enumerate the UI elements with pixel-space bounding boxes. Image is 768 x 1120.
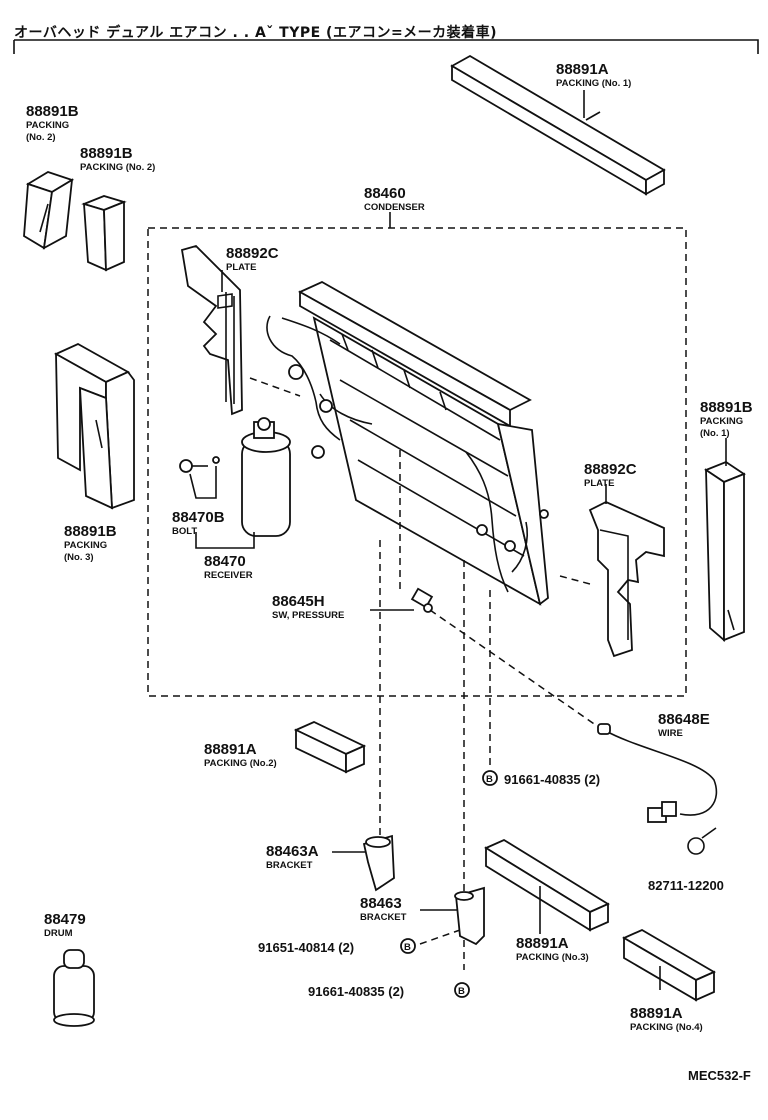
plate-left-part <box>180 244 243 416</box>
clamp-part <box>687 827 717 855</box>
assembly-line-7 <box>419 929 461 945</box>
wire-part <box>597 723 718 823</box>
label-91661-b: 91661-40835 (2) <box>308 984 404 999</box>
label-88892c-left-name: PLATE <box>226 262 256 273</box>
receiver-part <box>241 417 291 537</box>
label-88470b-name: BOLT <box>172 526 197 537</box>
label-91661-a: 91661-40835 (2) <box>504 772 600 787</box>
bolt-marker-b-1: B <box>482 770 498 786</box>
label-88479-name: DRUM <box>44 928 73 939</box>
label-88891b-a-name: PACKING <box>26 120 69 131</box>
label-88891b-right-number: 88891B <box>700 399 753 416</box>
label-91651: 91651-40814 (2) <box>258 940 354 955</box>
bracket-88463-part <box>454 886 485 946</box>
packing-no2-left-part <box>23 171 75 250</box>
condenser-part <box>266 280 549 606</box>
bolt-part <box>179 456 220 473</box>
label-88891a-4-name: PACKING (No.4) <box>630 1022 703 1033</box>
label-88891b-a-name-2: (No. 2) <box>26 132 56 143</box>
label-88463a-name: BRACKET <box>266 860 313 871</box>
label-88891a-top-name: PACKING (No. 1) <box>556 78 631 89</box>
label-88460-name: CONDENSER <box>364 202 425 213</box>
bolt-marker-b-1-letter: B <box>486 774 493 785</box>
drum-part <box>53 949 95 1027</box>
label-88645h-name: SW, PRESSURE <box>272 610 344 621</box>
packing-no2-bottom-part <box>293 721 367 774</box>
label-88891b-c-name-2: (No. 3) <box>64 552 94 563</box>
label-88891b-a-number: 88891B <box>26 103 79 120</box>
page-title: オーバヘッド デュアル エアコン . . Aˇ TYPE (エアコン=メーカ装着… <box>14 25 498 41</box>
label-88891b-c-number: 88891B <box>64 523 117 540</box>
label-88479-number: 88479 <box>44 911 86 928</box>
assembly-line-9 <box>559 575 591 585</box>
bolt-leader <box>189 466 217 499</box>
label-88891a-2-number: 88891A <box>204 741 257 758</box>
label-88891b-right-name: PACKING <box>700 416 743 427</box>
condenser-group-boundary <box>147 227 687 697</box>
packing-no2-center-part <box>81 195 127 272</box>
label-88470-name: RECEIVER <box>204 570 253 581</box>
packing-no4-part <box>622 928 716 1002</box>
receiver-leader <box>195 532 255 549</box>
figure-code: MEC532-F <box>688 1068 751 1083</box>
label-88463-name: BRACKET <box>360 912 407 923</box>
label-88645h-number: 88645H <box>272 593 325 610</box>
label-82711: 82711-12200 <box>648 878 724 893</box>
packing-no3-bottom-part <box>484 838 610 932</box>
label-88470-number: 88470 <box>204 553 246 570</box>
label-88891b-b-name: PACKING (No. 2) <box>80 162 155 173</box>
label-88470b-number: 88470B <box>172 509 225 526</box>
label-88891b-right-name-2: (No. 1) <box>700 428 730 439</box>
label-88891a-top-number: 88891A <box>556 61 609 78</box>
label-88463-number: 88463 <box>360 895 402 912</box>
label-88891b-c-name: PACKING <box>64 540 107 551</box>
pressure-switch-part <box>410 587 434 613</box>
label-88463a-number: 88463A <box>266 843 319 860</box>
packing-no1-right-part <box>704 460 746 642</box>
label-88892c-right-number: 88892C <box>584 461 637 478</box>
label-88648e-number: 88648E <box>658 711 710 728</box>
bracket-88463a-part <box>362 834 395 892</box>
assembly-line-4 <box>429 609 601 729</box>
bolt-marker-b-3: B <box>454 982 470 998</box>
label-88892c-left-number: 88892C <box>226 245 279 262</box>
label-88891b-b-number: 88891B <box>80 145 133 162</box>
packing-no1-top-part <box>450 54 666 196</box>
assembly-line-8 <box>249 377 301 397</box>
label-88891a-3-number: 88891A <box>516 935 569 952</box>
label-88891a-4-number: 88891A <box>630 1005 683 1022</box>
outer-frame-line <box>13 39 759 54</box>
bolt-marker-b-2: B <box>400 938 416 954</box>
plate-right-part <box>588 501 665 658</box>
label-88648e-name: WIRE <box>658 728 683 739</box>
bolt-marker-b-3-letter: B <box>458 986 465 997</box>
packing-no3-part <box>54 342 135 510</box>
label-88891a-3-name: PACKING (No.3) <box>516 952 589 963</box>
label-88891a-2-name: PACKING (No.2) <box>204 758 277 769</box>
label-88892c-right-name: PLATE <box>584 478 614 489</box>
label-88460-number: 88460 <box>364 185 406 202</box>
bolt-marker-b-2-letter: B <box>404 942 411 953</box>
